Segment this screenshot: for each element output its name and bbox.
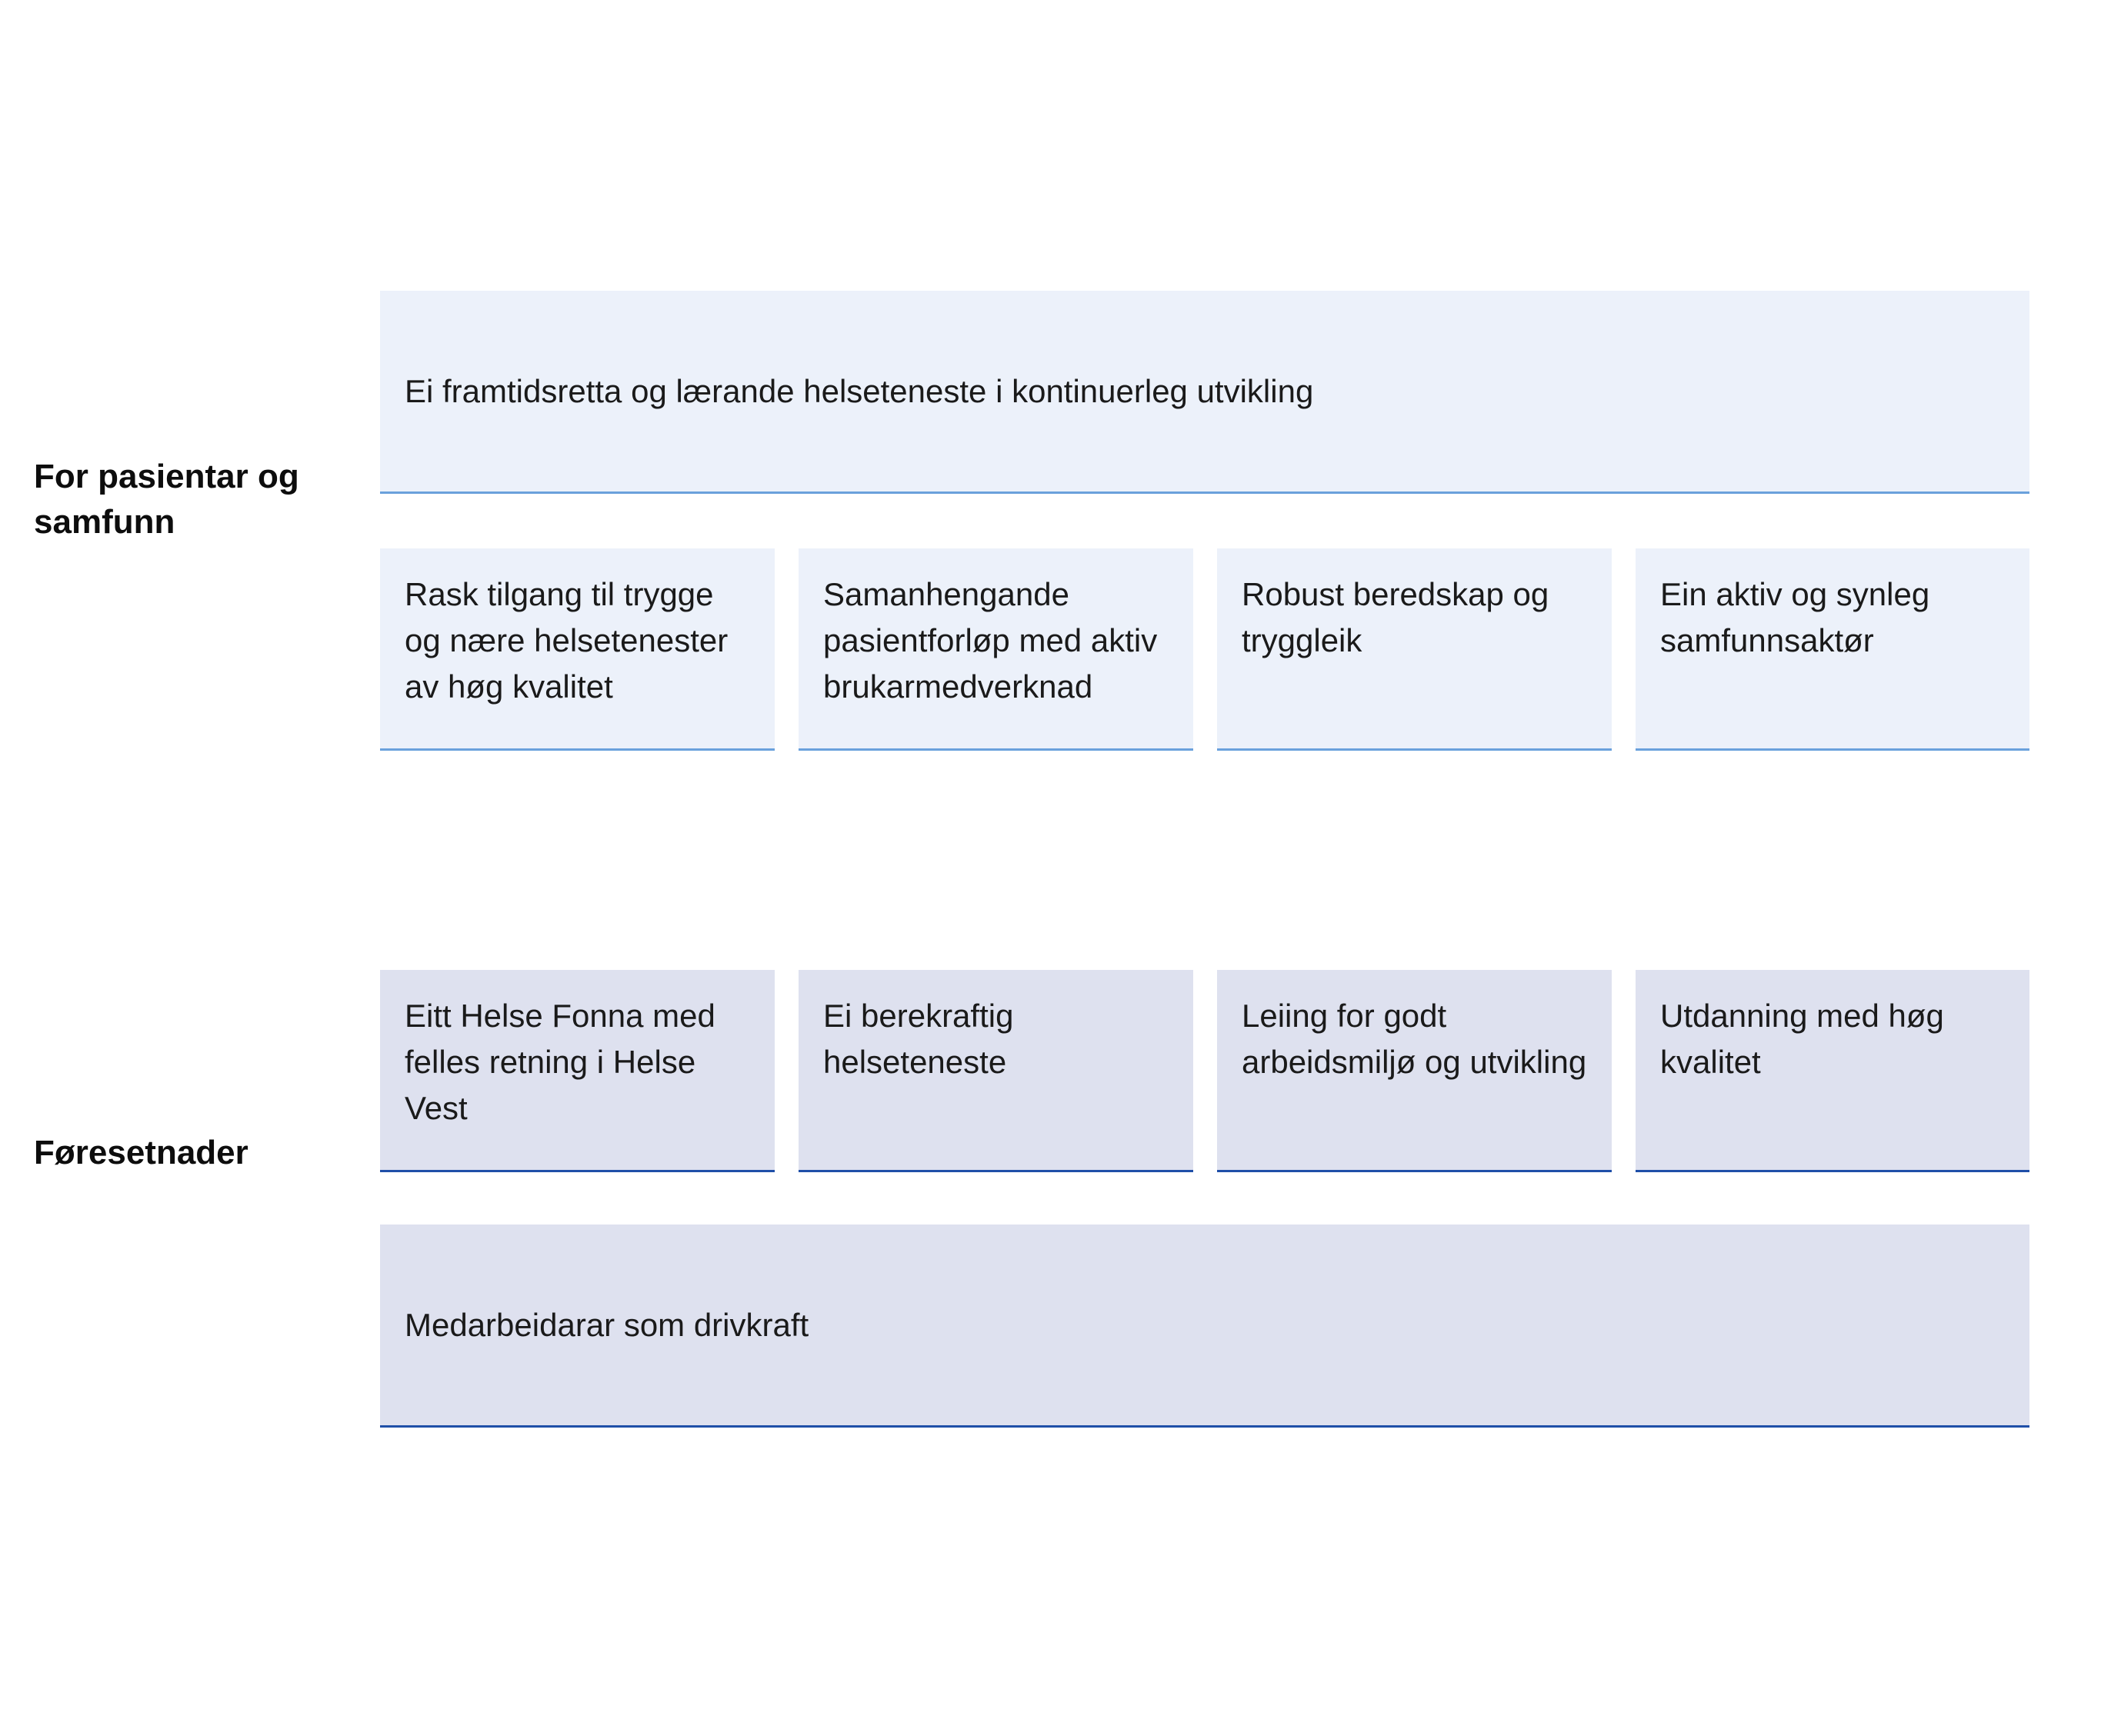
prerequisite-box-one-helse-fonna: Eitt Helse Fonna med felles retning i He…	[380, 970, 775, 1172]
prerequisite-box-leadership: Leiing for godt arbeidsmiljø og utviklin…	[1217, 970, 1612, 1172]
prerequisite-box-one-helse-fonna-text: Eitt Helse Fonna med felles retning i He…	[405, 998, 715, 1126]
goal-box-future-oriented-text: Ei framtidsretta og lærande helseteneste…	[405, 372, 1314, 409]
section-label-prerequisites: Føresetnader	[34, 1134, 248, 1171]
prerequisite-box-employees-text: Medarbeidarar som drivkraft	[405, 1306, 809, 1343]
goal-box-community-actor-text: Ein aktiv og synleg samfunnsaktør	[1660, 576, 1930, 658]
prerequisite-box-employees: Medarbeidarar som drivkraft	[380, 1225, 2029, 1428]
goal-box-future-oriented: Ei framtidsretta og lærande helseteneste…	[380, 291, 2029, 494]
goal-box-preparedness: Robust beredskap og tryggleik	[1217, 548, 1612, 751]
prerequisite-box-sustainable-text: Ei berekraftig helseteneste	[823, 998, 1014, 1080]
goal-box-coherent-pathways-text: Samanhengande pasientforløp med aktiv br…	[823, 576, 1158, 705]
goal-box-preparedness-text: Robust beredskap og tryggleik	[1242, 576, 1549, 658]
section-label-patients-society: For pasientar og samfunn	[34, 458, 299, 541]
goal-box-rapid-access: Rask tilgang til trygge og nære helseten…	[380, 548, 775, 751]
goal-box-rapid-access-text: Rask tilgang til trygge og nære helseten…	[405, 576, 729, 705]
goal-box-coherent-pathways: Samanhengande pasientforløp med aktiv br…	[799, 548, 1193, 751]
prerequisite-box-education: Utdanning med høg kvalitet	[1636, 970, 2029, 1172]
prerequisite-box-education-text: Utdanning med høg kvalitet	[1660, 998, 1944, 1080]
prerequisite-box-leadership-text: Leiing for godt arbeidsmiljø og utviklin…	[1242, 998, 1587, 1080]
prerequisite-box-sustainable: Ei berekraftig helseteneste	[799, 970, 1193, 1172]
goal-box-community-actor: Ein aktiv og synleg samfunnsaktør	[1636, 548, 2029, 751]
